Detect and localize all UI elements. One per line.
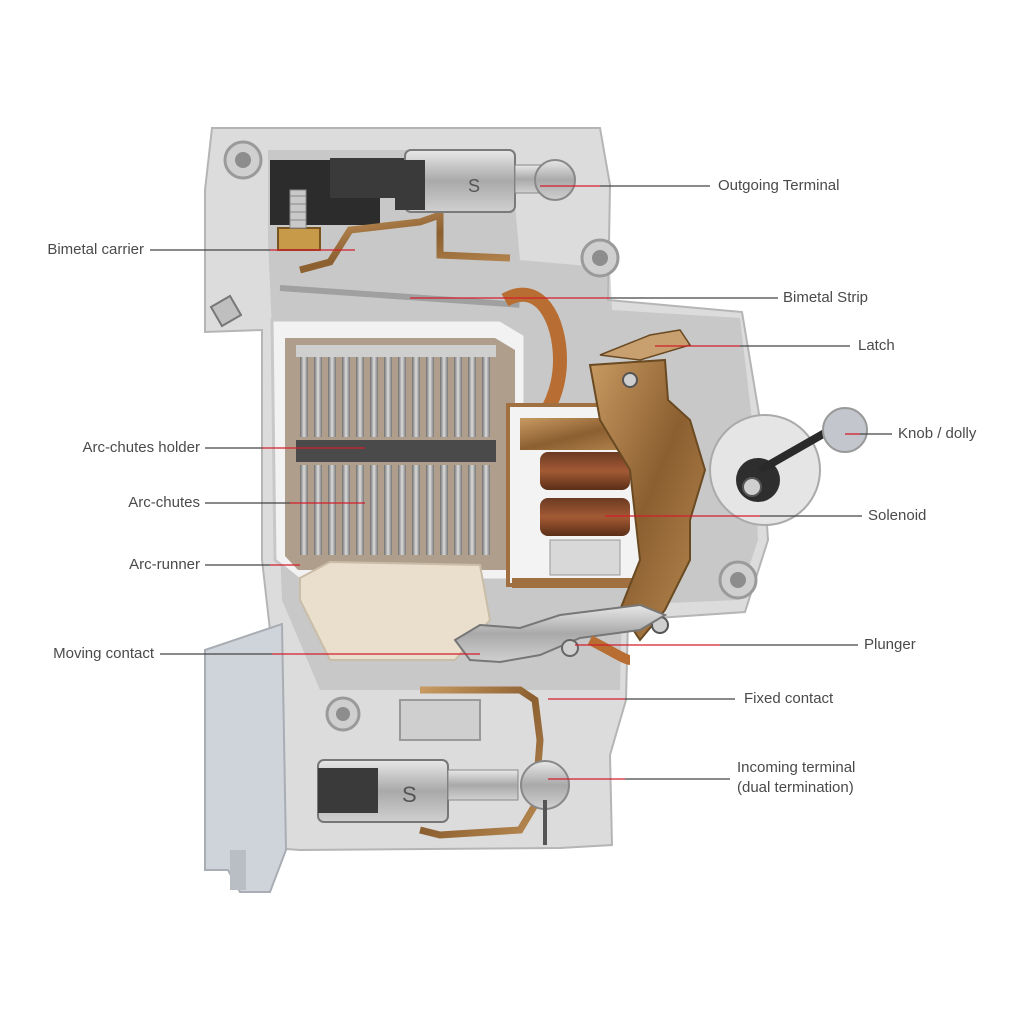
label-arc-runner: Arc-runner: [129, 556, 200, 573]
arc-chute-plate: [300, 465, 308, 555]
label-moving-contact: Moving contact: [53, 645, 154, 662]
arc-chute-plate: [468, 355, 476, 437]
label-arc-chutes-holder: Arc-chutes holder: [82, 439, 200, 456]
arc-chute-top-bar: [296, 345, 496, 357]
label-outgoing-terminal: Outgoing Terminal: [718, 177, 840, 194]
arc-chute-plate: [440, 465, 448, 555]
label-latch: Latch: [858, 337, 895, 354]
arc-chute-plate: [440, 355, 448, 437]
arc-chute-plate: [314, 465, 322, 555]
arc-chute-plate: [426, 355, 434, 437]
moving-contact: [453, 603, 668, 665]
arc-chute-plate: [384, 465, 392, 555]
arc-chute-plate: [342, 355, 350, 437]
label-bimetal-strip: Bimetal Strip: [783, 289, 869, 306]
arc-chute-divider: [296, 440, 496, 462]
arc-chute-plate: [398, 355, 406, 437]
label-fixed-contact: Fixed contact: [744, 690, 834, 707]
arc-chute-plate: [328, 355, 336, 437]
label-plunger: Plunger: [864, 636, 916, 653]
svg-text:S: S: [468, 176, 480, 196]
arc-chute-plate: [454, 355, 462, 437]
arc-chute-plate: [454, 465, 462, 555]
latch: [588, 329, 707, 642]
arc-chute-plate: [482, 465, 490, 555]
arc-chute-plate: [342, 465, 350, 555]
label-arc-chutes: Arc-chutes: [128, 494, 200, 511]
arc-chute-plate: [356, 355, 364, 437]
arc-chute-plate: [356, 465, 364, 555]
arc-chute-plate: [314, 355, 322, 437]
label-incoming-terminal: Incoming terminal (dual termination): [737, 758, 855, 798]
label-bimetal-carrier: Bimetal carrier: [47, 241, 144, 258]
label-solenoid: Solenoid: [868, 507, 927, 524]
knob-dolly: [700, 407, 868, 526]
arc-chutes-plates: [296, 345, 496, 555]
svg-text:S: S: [402, 782, 417, 807]
arc-chute-plate: [300, 355, 308, 437]
label-knob-dolly: Knob / dolly: [898, 425, 977, 442]
incoming-terminal: S: [317, 759, 570, 845]
label-incoming-terminal-line2: (dual termination): [737, 779, 854, 796]
arc-chute-plate: [370, 355, 378, 437]
outgoing-terminal: S: [395, 149, 576, 213]
arc-chute-plate: [328, 465, 336, 555]
leader-lines: [150, 185, 892, 780]
arc-chute-plate: [468, 465, 476, 555]
arc-chute-plate: [412, 355, 420, 437]
label-incoming-terminal-line1: Incoming terminal: [737, 759, 856, 776]
arc-chute-plate: [384, 355, 392, 437]
arc-chute-plate: [426, 465, 434, 555]
arc-chute-plate: [482, 355, 490, 437]
arc-chute-plate: [398, 465, 406, 555]
arc-chute-plate: [412, 465, 420, 555]
arc-chute-plate: [370, 465, 378, 555]
